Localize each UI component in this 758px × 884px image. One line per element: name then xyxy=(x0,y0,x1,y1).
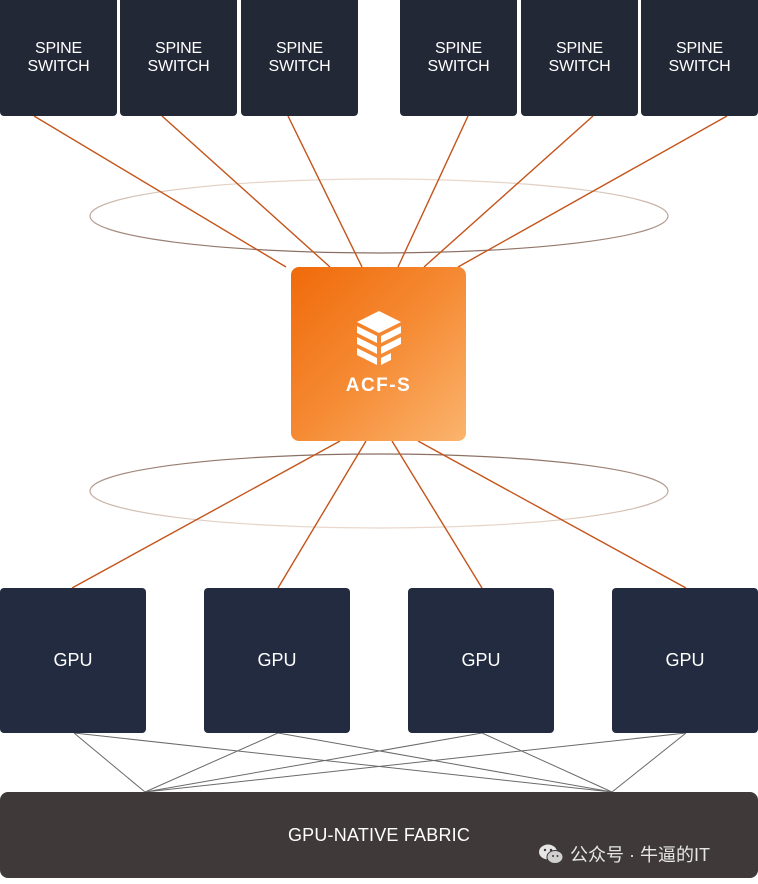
top-ring xyxy=(89,178,669,254)
spine-switch-3: SPINE SWITCH xyxy=(241,0,358,116)
spine-switch-label: SPINE SWITCH xyxy=(27,40,90,75)
spine-switch-1: SPINE SWITCH xyxy=(0,0,117,116)
gpu-node-4: GPU xyxy=(612,588,758,733)
spine-link-line xyxy=(287,115,363,268)
spine-link-line xyxy=(457,115,728,268)
fabric-link-line xyxy=(144,732,687,793)
fabric-link-line xyxy=(144,732,483,793)
watermark: 公众号 · 牛逼的IT xyxy=(538,840,710,868)
fabric-link-line xyxy=(73,732,613,793)
spine-link-line xyxy=(423,115,594,268)
fabric-link-line xyxy=(277,732,613,793)
spine-switch-label: SPINE SWITCH xyxy=(427,40,490,75)
spine-to-acf-links xyxy=(33,115,728,268)
spine-switch-4: SPINE SWITCH xyxy=(400,0,517,116)
gpu-native-fabric: GPU-NATIVE FABRIC xyxy=(0,792,758,878)
gpu-label: GPU xyxy=(257,650,297,670)
acf-to-gpu-links xyxy=(71,440,687,589)
spine-switch-label: SPINE SWITCH xyxy=(548,40,611,75)
gpu-link-line xyxy=(71,440,341,589)
spine-switch-2: SPINE SWITCH xyxy=(120,0,237,116)
bottom-ring xyxy=(89,453,669,529)
gpu-label: GPU xyxy=(665,650,705,670)
acf-s-node: ACF-S xyxy=(291,267,466,441)
spine-switch-5: SPINE SWITCH xyxy=(521,0,638,116)
gpu-node-2: GPU xyxy=(204,588,350,733)
gpu-link-line xyxy=(277,440,367,589)
gpu-label: GPU xyxy=(461,650,501,670)
fabric-link-line xyxy=(611,732,687,793)
spine-switch-6: SPINE SWITCH xyxy=(641,0,758,116)
fabric-link-line xyxy=(481,732,613,793)
gpu-label: GPU xyxy=(53,650,93,670)
gpu-node-1: GPU xyxy=(0,588,146,733)
spine-switch-label: SPINE SWITCH xyxy=(147,40,210,75)
spine-link-line xyxy=(161,115,331,268)
watermark-text: 公众号 · 牛逼的IT xyxy=(570,845,710,865)
spine-switch-label: SPINE SWITCH xyxy=(668,40,731,75)
fabric-link-line xyxy=(73,732,146,793)
spine-link-line xyxy=(33,115,287,268)
gpu-to-fabric-links xyxy=(73,732,687,793)
gpu-node-3: GPU xyxy=(408,588,554,733)
acf-s-label: ACF-S xyxy=(345,375,412,396)
fabric-label: GPU-NATIVE FABRIC xyxy=(287,824,471,845)
spine-link-line xyxy=(397,115,469,268)
wechat-icon xyxy=(539,844,564,864)
gpu-link-line xyxy=(417,440,687,589)
spine-switch-label: SPINE SWITCH xyxy=(268,40,331,75)
fabric-link-line xyxy=(144,732,279,793)
gpu-link-line xyxy=(391,440,483,589)
stacked-layers-icon xyxy=(356,311,401,365)
